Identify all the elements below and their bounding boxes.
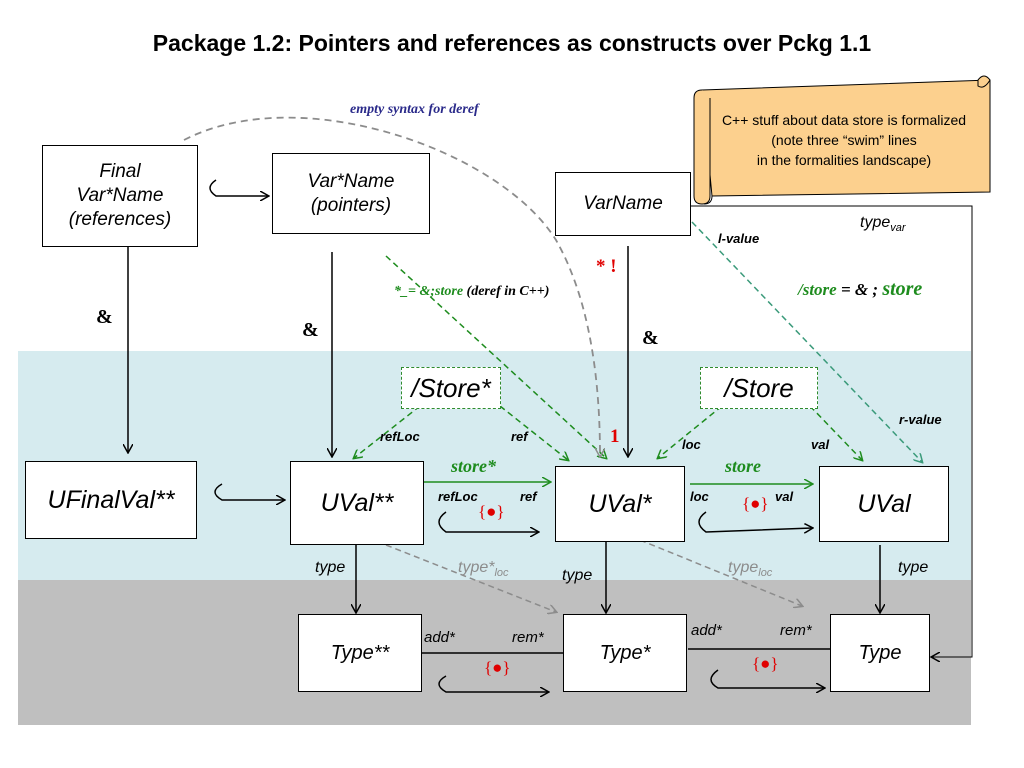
type-star-loc-main: type* xyxy=(458,559,495,576)
type2-text: Type** xyxy=(330,641,390,664)
type-star-loc-sub: loc xyxy=(494,567,509,580)
type-loc-arrow xyxy=(639,539,802,606)
amp-label-varname: & xyxy=(642,327,659,349)
varname-box: VarName xyxy=(555,172,691,236)
val-label-top: val xyxy=(811,437,830,452)
type-label-uval1: type xyxy=(562,567,593,584)
ufinalval-text: UFinalVal** xyxy=(47,485,175,514)
empty-syntax-label: empty syntax for deref xyxy=(350,102,479,117)
scroll-note-shape xyxy=(693,75,991,205)
scroll-note-text: C++ stuff about data store is formalized… xyxy=(721,112,967,168)
store-equation-label: /store = & ; store xyxy=(798,278,922,301)
type-loc-main: type xyxy=(728,559,759,576)
refloc-label-bottom: refLoc xyxy=(438,489,478,504)
store-eq-store: store xyxy=(882,278,923,300)
uval1-text: UVal* xyxy=(588,489,652,518)
store-star-text: /Store* xyxy=(411,372,491,403)
type1-text: Type* xyxy=(599,641,651,664)
rem-star-label-right: rem* xyxy=(780,622,812,639)
type-label-uval2: type xyxy=(315,559,346,576)
final-varname-text: Final Var*Name (references) xyxy=(68,161,172,230)
rvalue-dashed-arrow xyxy=(691,221,922,462)
deref-cpp-note: (deref in C++) xyxy=(463,284,550,299)
varname-pointers-box: Var*Name (pointers) xyxy=(272,153,430,234)
deref-formula: *_= &; xyxy=(394,284,436,299)
rem-star-label-left: rem* xyxy=(512,629,544,646)
star-bang-label: * ! xyxy=(596,256,617,277)
store-star-box: /Store* xyxy=(401,367,501,409)
uval1-box: UVal* xyxy=(555,466,685,542)
type-loc-label: typeloc xyxy=(728,559,772,579)
type-text: Type xyxy=(858,641,902,664)
deref-label: *_= &;store (deref in C++) xyxy=(394,284,549,300)
final-varname-box: Final Var*Name (references) xyxy=(42,145,198,247)
hook-arrow-uval1-to-uval xyxy=(698,511,812,532)
type-var-main: type xyxy=(860,214,891,231)
type-star-loc-label: type*loc xyxy=(458,559,509,579)
val-dashed-arrow xyxy=(809,405,862,460)
type-var-label: typevar xyxy=(860,214,906,234)
bullet-set-type1: {●} xyxy=(752,654,779,673)
ref-label-bottom: ref xyxy=(520,489,537,504)
hook-arrow-type1-to-type xyxy=(710,669,824,688)
refloc-dashed-arrow xyxy=(354,405,421,458)
deref-store-word: store xyxy=(435,284,464,299)
store-eq-middle: = & ; xyxy=(836,280,883,299)
uval-box: UVal xyxy=(819,466,949,542)
uval2-text: UVal** xyxy=(320,488,394,517)
bullet-set-uval2: {●} xyxy=(478,502,505,521)
type1-box: Type* xyxy=(563,614,687,692)
ref-dashed-arrow xyxy=(499,405,568,460)
amp-label-pointers: & xyxy=(302,319,319,341)
hook-arrow-final-to-pointers xyxy=(209,179,268,196)
one-label: 1 xyxy=(610,426,620,447)
store-eq-slash-store: /store xyxy=(798,280,837,299)
add-star-label-right: add* xyxy=(691,622,722,639)
store-star-arrow-label: store* xyxy=(451,456,496,476)
type-var-connector xyxy=(690,205,973,657)
hook-arrow-ufinal-to-uval2 xyxy=(214,483,284,500)
store-arrow-label: store xyxy=(725,456,761,476)
bullet-set-uval1: {●} xyxy=(742,494,769,513)
varname-pointers-text: Var*Name (pointers) xyxy=(307,170,395,216)
store-text: /Store xyxy=(724,372,794,403)
uval2-box: UVal** xyxy=(290,461,424,545)
varname-text: VarName xyxy=(583,193,663,214)
uval-text: UVal xyxy=(857,489,911,518)
hook-arrow-type2-to-type1 xyxy=(438,675,548,692)
loc-label-bottom: loc xyxy=(690,489,709,504)
store-box: /Store xyxy=(700,367,818,409)
hook-arrow-uval2-to-uval1 xyxy=(438,511,538,532)
page-title: Package 1.2: Pointers and references as … xyxy=(152,30,872,56)
type-label-uval: type xyxy=(898,559,929,576)
r-value-label: r-value xyxy=(899,412,942,427)
l-value-label: l-value xyxy=(718,231,760,246)
loc-label-top: loc xyxy=(682,437,701,452)
type2-box: Type** xyxy=(298,614,422,692)
ufinalval-box: UFinalVal** xyxy=(25,461,197,539)
ref-label-top: ref xyxy=(511,429,528,444)
loc-dashed-arrow xyxy=(658,405,723,458)
type-loc-sub: loc xyxy=(758,567,773,580)
refloc-label-top: refLoc xyxy=(380,429,420,444)
empty-syntax-dashed-arrow xyxy=(183,116,600,456)
val-label-bottom: val xyxy=(775,489,794,504)
add-star-label-left: add* xyxy=(424,629,455,646)
bullet-set-type2: {●} xyxy=(484,658,511,677)
amp-label-final: & xyxy=(96,306,113,328)
type-box: Type xyxy=(830,614,930,692)
type-var-sub: var xyxy=(890,222,906,235)
type-star-loc-arrow xyxy=(385,544,556,612)
